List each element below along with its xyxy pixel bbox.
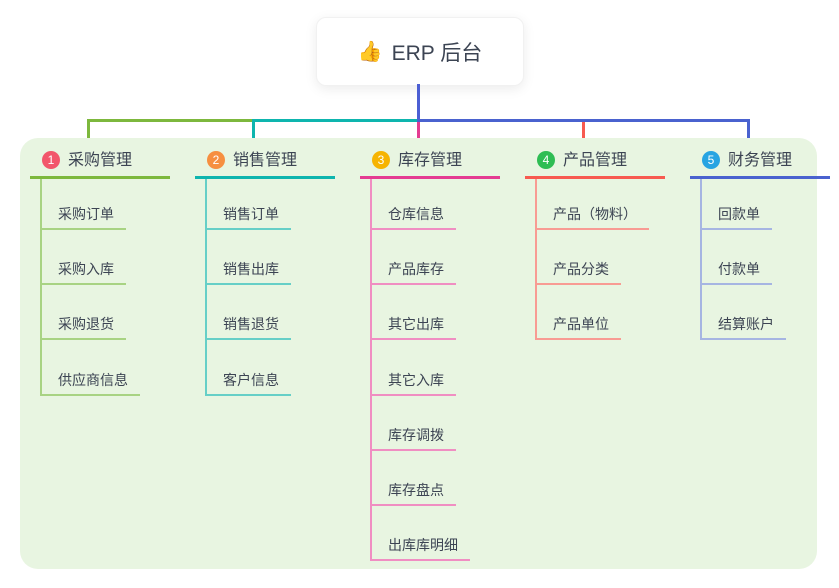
- connector-drop-3: [417, 119, 420, 146]
- branch-label-1[interactable]: 采购管理: [68, 152, 133, 169]
- branch-label-2[interactable]: 销售管理: [233, 152, 298, 169]
- child-node[interactable]: 其它出库: [370, 314, 456, 340]
- connector-bus-2: [252, 119, 419, 122]
- branch-underline-3: [360, 176, 500, 179]
- child-node[interactable]: 销售出库: [205, 259, 291, 285]
- connector-drop-1: [87, 119, 90, 146]
- branch-label-4[interactable]: 产品管理: [563, 152, 628, 169]
- connector-bus-3: [417, 119, 750, 122]
- child-node[interactable]: 采购退货: [40, 314, 126, 340]
- branches-panel: [20, 138, 817, 569]
- branch-spine-2: [205, 179, 207, 396]
- child-node[interactable]: 库存调拨: [370, 425, 456, 451]
- child-node[interactable]: 销售退货: [205, 314, 291, 340]
- branch-spine-3: [370, 179, 372, 561]
- branch-badge: 2: [207, 151, 225, 169]
- child-node[interactable]: 供应商信息: [40, 370, 140, 396]
- child-node[interactable]: 产品库存: [370, 259, 456, 285]
- child-node[interactable]: 结算账户: [700, 314, 786, 340]
- branch-spine-1: [40, 179, 42, 396]
- child-node[interactable]: 出库库明细: [370, 535, 470, 561]
- child-node[interactable]: 产品分类: [535, 259, 621, 285]
- branch-underline-4: [525, 176, 665, 179]
- child-node[interactable]: 销售订单: [205, 204, 291, 230]
- branch-underline-5: [690, 176, 830, 179]
- child-node[interactable]: 回款单: [700, 204, 772, 230]
- branch-label-5[interactable]: 财务管理: [728, 152, 793, 169]
- branch-badge: 5: [702, 151, 720, 169]
- branch-spine-5: [700, 179, 702, 340]
- branch-spine-4: [535, 179, 537, 340]
- branch-underline-1: [30, 176, 170, 179]
- child-node[interactable]: 付款单: [700, 259, 772, 285]
- child-node[interactable]: 库存盘点: [370, 480, 456, 506]
- connector-drop-4: [582, 119, 585, 146]
- child-node[interactable]: 采购入库: [40, 259, 126, 285]
- thumbs-up-icon: 👍: [357, 40, 383, 63]
- root-node[interactable]: 👍 ERP 后台: [316, 17, 524, 86]
- branch-badge: 1: [42, 151, 60, 169]
- root-title: ERP 后台: [391, 41, 483, 65]
- child-node[interactable]: 仓库信息: [370, 204, 456, 230]
- connector-bus-1: [87, 119, 253, 122]
- child-node[interactable]: 采购订单: [40, 204, 126, 230]
- child-node[interactable]: 产品（物料）: [535, 204, 649, 230]
- branch-badge: 4: [537, 151, 555, 169]
- branch-underline-2: [195, 176, 335, 179]
- branch-badge: 3: [372, 151, 390, 169]
- connector-drop-2: [252, 119, 255, 146]
- connector-root-stem: [417, 84, 420, 121]
- child-node[interactable]: 产品单位: [535, 314, 621, 340]
- connector-drop-5: [747, 119, 750, 146]
- child-node[interactable]: 客户信息: [205, 370, 291, 396]
- child-node[interactable]: 其它入库: [370, 370, 456, 396]
- branch-label-3[interactable]: 库存管理: [398, 152, 463, 169]
